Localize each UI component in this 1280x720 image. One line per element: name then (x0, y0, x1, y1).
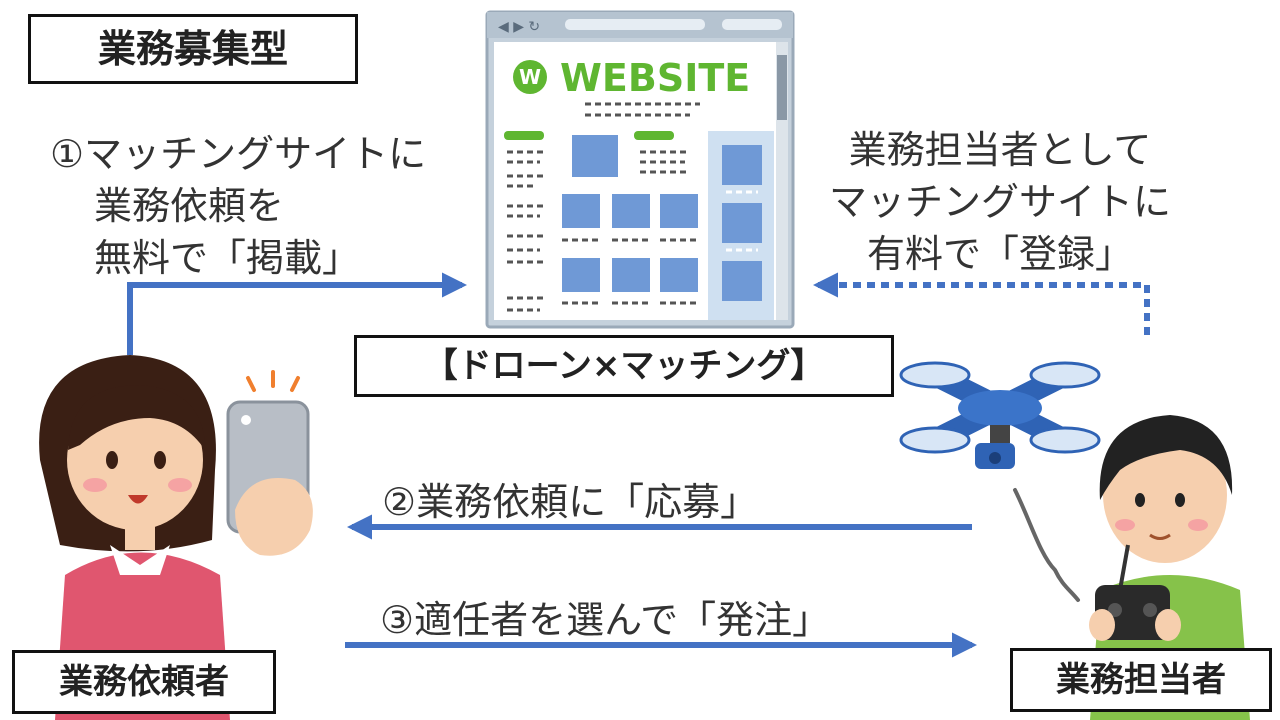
website-logo-text: WEBSITE (560, 56, 750, 100)
register-line2: マッチングサイトに (828, 180, 1171, 224)
requester-label-box: 業務依頼者 (12, 650, 276, 714)
matching-label-text: 【ドローン×マッチング】 (423, 346, 825, 386)
register-arrow (812, 272, 1150, 335)
worker-label-text: 業務担当者 (1056, 660, 1226, 700)
website-logo-letter: W (519, 65, 541, 89)
matching-label-box: 【ドローン×マッチング】 (354, 335, 894, 397)
requester-label-text: 業務依頼者 (59, 662, 229, 702)
website-illustration: ◀ ▶ ↻ W WEBSITE (485, 10, 795, 329)
remote-cable (1013, 488, 1080, 602)
step1-caption: ①マッチングサイトに 業務依頼を 無料で「掲載」 (50, 128, 426, 284)
worker-label-box: 業務担当者 (1010, 648, 1272, 712)
step1-line3: 無料で「掲載」 (94, 236, 361, 280)
svg-text:◀ ▶ ↻: ◀ ▶ ↻ (498, 19, 540, 35)
step1-line2: 業務依頼を (94, 184, 285, 228)
step1-arrow (127, 272, 468, 355)
register-line1: 業務担当者として (848, 128, 1152, 172)
register-line3: 有料で「登録」 (866, 232, 1133, 276)
title-text: 業務募集型 (97, 27, 288, 71)
title-box: 業務募集型 (28, 14, 358, 84)
register-caption: 業務担当者として マッチングサイトに 有料で「登録」 (800, 124, 1200, 280)
drone-illustration (899, 361, 1101, 469)
step2-caption: ②業務依頼に「応募」 (382, 480, 759, 524)
step3-caption: ③適任者を選んで「発注」 (380, 598, 831, 642)
step1-line1: ①マッチングサイトに (50, 132, 427, 176)
